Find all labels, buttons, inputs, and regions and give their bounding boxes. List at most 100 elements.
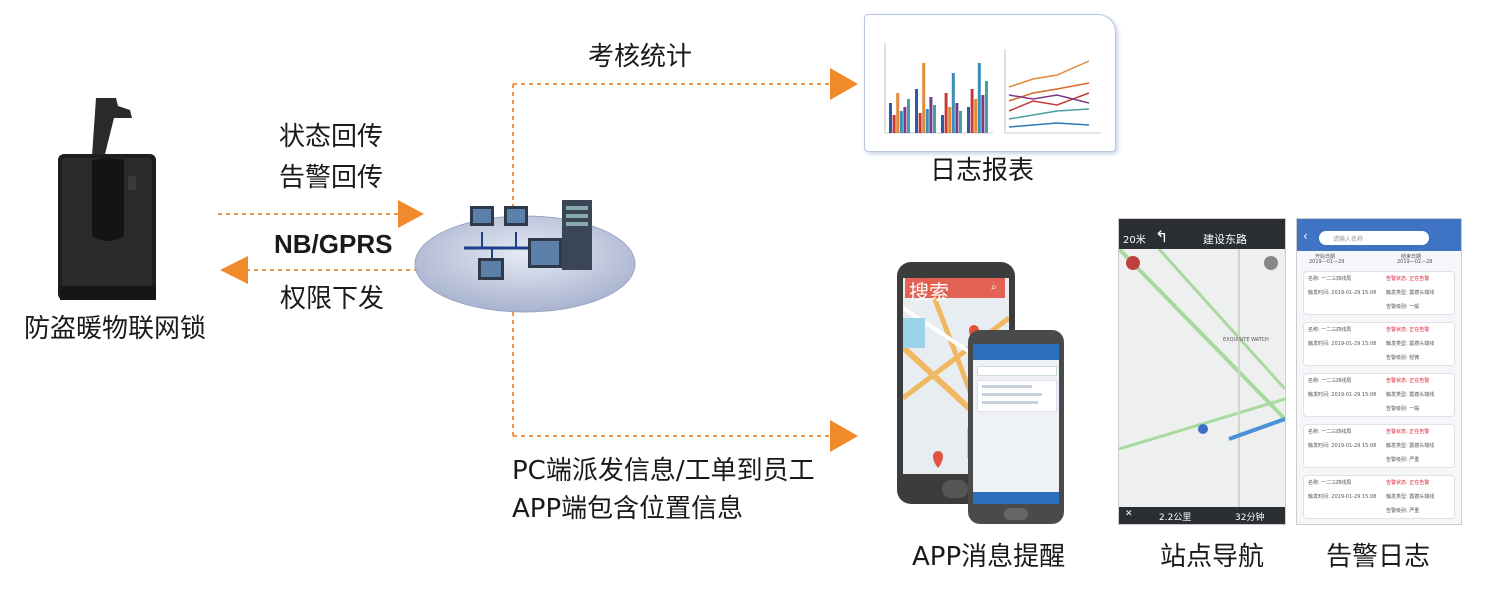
nav-road-name: 建设东路 [1203, 233, 1247, 246]
pc-dispatch-label: PC端派发信息/工单到员工 [512, 456, 815, 486]
alarm-card-time: 触发时间: 2019-01-29 15:08 [1308, 443, 1377, 449]
log-report-label: 日志报表 [930, 156, 1035, 186]
site-navigation-label: 站点导航 [1160, 542, 1265, 572]
app-location-label: APP端包含位置信息 [512, 494, 744, 524]
report-bar [922, 63, 926, 133]
bottom-branch-arrow [830, 420, 858, 452]
alarm-card-name: 名称: 一二三四线局 [1308, 480, 1352, 486]
alarm-card-name: 名称: 一二三四线局 [1308, 378, 1352, 384]
report-bar [970, 89, 974, 133]
alarm-card-level: 告警级别: 轻微 [1386, 355, 1420, 361]
start-date[interactable]: 2019—01—29 [1309, 259, 1345, 265]
alarm-card-status: 告警状态: 正在告警 [1386, 378, 1430, 384]
alarm-search-placeholder: 请输入名称 [1333, 236, 1364, 243]
status-return-label: 状态回传 [279, 122, 384, 152]
report-bar [948, 107, 952, 133]
end-date-label: 结束日期 [1401, 254, 1422, 260]
alarm-card-status: 告警状态: 正在告警 [1386, 429, 1430, 435]
home-button[interactable] [942, 480, 968, 498]
alarm-card[interactable]: 名称: 一二三四线局 告警状态: 正在告警触发时间: 2019-01-29 15:… [1303, 424, 1455, 468]
report-bar [918, 113, 922, 133]
uplink-arrow [398, 200, 424, 228]
map-phone: 搜索 ⌕ [897, 262, 1015, 504]
map-search-text: 搜索 [909, 280, 949, 304]
alarm-card-name: 名称: 一二三四线局 [1308, 327, 1352, 333]
report-bar [899, 111, 903, 133]
alarm-log-label: 告警日志 [1326, 542, 1431, 572]
alarm-search-field[interactable]: 请输入名称 [1319, 231, 1429, 245]
report-bar [951, 73, 955, 133]
start-date-label: 开始日期 [1315, 254, 1336, 260]
report-bar [907, 99, 910, 133]
report-bar [896, 93, 900, 133]
report-charts [884, 43, 1101, 134]
app-phone-screen [973, 344, 1059, 504]
nav-distance-top: 20米 [1123, 235, 1146, 246]
app-tab-bar [973, 492, 1059, 504]
alarm-header: ‹ 请输入名称 [1297, 219, 1461, 251]
nav-distance: 2.2公里 [1159, 513, 1192, 523]
alarm-card[interactable]: 名称: 一二三四线局 告警状态: 正在告警触发时间: 2019-01-29 15:… [1303, 373, 1455, 417]
top-branch-arrow [830, 68, 858, 100]
report-bar [959, 111, 962, 133]
nav-bottom-bar: ✕ 2.2公里 32分钟 [1119, 507, 1285, 524]
alarm-card-type: 触发类型: 震撼头端线 [1386, 290, 1435, 296]
report-bar [925, 109, 929, 133]
alarm-card-type: 触发类型: 震撼头端线 [1386, 494, 1435, 500]
app-reminder-label: APP消息提醒 [912, 542, 1066, 572]
app-phone [968, 330, 1064, 524]
app-message-card[interactable] [977, 380, 1057, 412]
report-bar [977, 63, 981, 133]
alarm-card-status: 告警状态: 正在告警 [1386, 480, 1430, 486]
alarm-card-name: 名称: 一二三四线局 [1308, 429, 1352, 435]
navigation-screen: 20米 ↰ 建设东路 EXQUISITE WATCH ✕ 2.2公里 32分钟 [1118, 218, 1286, 525]
end-date[interactable]: 2019—02—28 [1397, 259, 1433, 265]
alarm-card-time: 触发时间: 2019-01-29 15:08 [1308, 392, 1377, 398]
map-search-bar[interactable]: 搜索 ⌕ [905, 278, 1005, 304]
nav-map-graphic [1119, 249, 1285, 511]
lock-label: 防盗暖物联网锁 [24, 314, 207, 344]
alarm-card-time: 触发时间: 2019-01-29 15:08 [1308, 341, 1377, 347]
alarm-card-status: 告警状态: 正在告警 [1386, 276, 1430, 282]
report-bar [967, 107, 970, 133]
report-bar [944, 93, 948, 133]
turn-left-icon: ↰ [1155, 227, 1169, 246]
report-bar [974, 99, 978, 133]
alarm-card[interactable]: 名称: 一二三四线局 告警状态: 正在告警触发时间: 2019-01-29 15:… [1303, 271, 1455, 315]
alarm-card-level: 告警级别: 严重 [1386, 457, 1420, 463]
report-bar [889, 103, 892, 133]
log-report-panel [864, 14, 1116, 152]
anti-theft-lock-image [58, 98, 156, 300]
close-icon[interactable]: ✕ [1125, 509, 1133, 519]
alarm-card-type: 触发类型: 震撼头端线 [1386, 341, 1435, 347]
alarm-card-status: 告警状态: 正在告警 [1386, 327, 1430, 333]
alarm-card-time: 触发时间: 2019-01-29 15:08 [1308, 290, 1377, 296]
report-bar [933, 105, 936, 133]
assessment-stats-label: 考核统计 [588, 42, 693, 72]
nav-top-bar: 20米 ↰ 建设东路 [1119, 219, 1285, 249]
search-icon[interactable]: ⌕ [991, 282, 997, 293]
alarm-card-type: 触发类型: 震撼头端线 [1386, 443, 1435, 449]
alarm-card-level: 告警级别: 一般 [1386, 406, 1420, 412]
report-bar [892, 115, 896, 133]
app-home-button[interactable] [1004, 508, 1028, 520]
alarm-card[interactable]: 名称: 一二三四线局 告警状态: 正在告警触发时间: 2019-01-29 15:… [1303, 322, 1455, 366]
app-search-field[interactable] [977, 366, 1057, 376]
permission-issue-label: 权限下发 [280, 284, 385, 314]
report-bar [903, 107, 907, 133]
alarm-card-level: 告警级别: 严重 [1386, 508, 1420, 514]
back-icon[interactable]: ‹ [1303, 229, 1308, 243]
alarm-card-name: 名称: 一二三四线局 [1308, 276, 1352, 282]
report-bar [981, 95, 985, 133]
nav-poi-label: EXQUISITE WATCH [1223, 337, 1269, 343]
map-phone-screen [903, 278, 1009, 474]
alarm-card-time: 触发时间: 2019-01-29 15:08 [1308, 494, 1377, 500]
alarm-return-label: 告警回传 [279, 163, 384, 193]
report-bar [985, 81, 988, 133]
report-bar [929, 97, 933, 133]
nav-time: 32分钟 [1235, 513, 1265, 523]
downlink-arrow [220, 256, 248, 284]
report-bar [915, 89, 918, 133]
alarm-card-level: 告警级别: 一般 [1386, 304, 1420, 310]
alarm-card[interactable]: 名称: 一二三四线局 告警状态: 正在告警触发时间: 2019-01-29 15:… [1303, 475, 1455, 519]
